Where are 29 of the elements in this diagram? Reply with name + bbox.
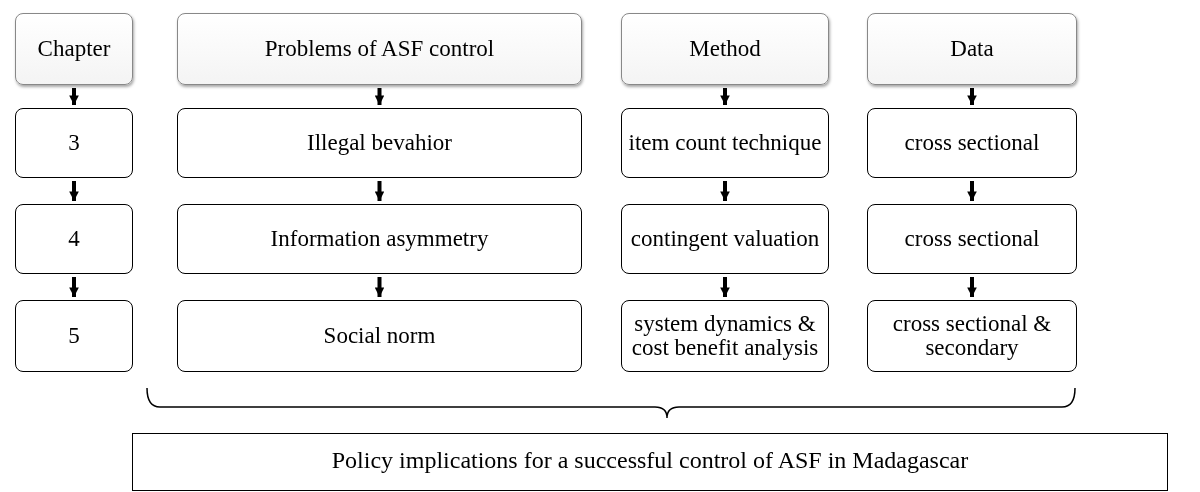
arrow	[69, 277, 79, 297]
header-box: Data	[867, 13, 1077, 85]
arrow	[967, 88, 977, 105]
process-box: system dynamics & cost benefit analysis	[621, 300, 829, 372]
process-box: Illegal bevahior	[177, 108, 582, 178]
process-box: Information asymmetry	[177, 204, 582, 274]
arrow	[720, 181, 730, 201]
process-box: 4	[15, 204, 133, 274]
header-box: Chapter	[15, 13, 133, 85]
process-box: cross sectional & secondary	[867, 300, 1077, 372]
process-box: 3	[15, 108, 133, 178]
header-box: Method	[621, 13, 829, 85]
arrow	[374, 181, 385, 201]
arrow	[374, 88, 385, 105]
arrow	[374, 277, 385, 297]
process-box: item count technique	[621, 108, 829, 178]
process-box: cross sectional	[867, 108, 1077, 178]
process-box: cross sectional	[867, 204, 1077, 274]
process-box: 5	[15, 300, 133, 372]
arrow	[720, 277, 730, 297]
process-box: contingent valuation	[621, 204, 829, 274]
process-box: Social norm	[177, 300, 582, 372]
arrow	[69, 88, 79, 105]
header-box: Problems of ASF control	[177, 13, 582, 85]
arrow	[967, 181, 977, 201]
arrow	[967, 277, 977, 297]
arrow	[69, 181, 79, 201]
result-box: Policy implications for a successful control of ASF in Madagascar	[132, 433, 1168, 491]
arrow	[720, 88, 730, 105]
